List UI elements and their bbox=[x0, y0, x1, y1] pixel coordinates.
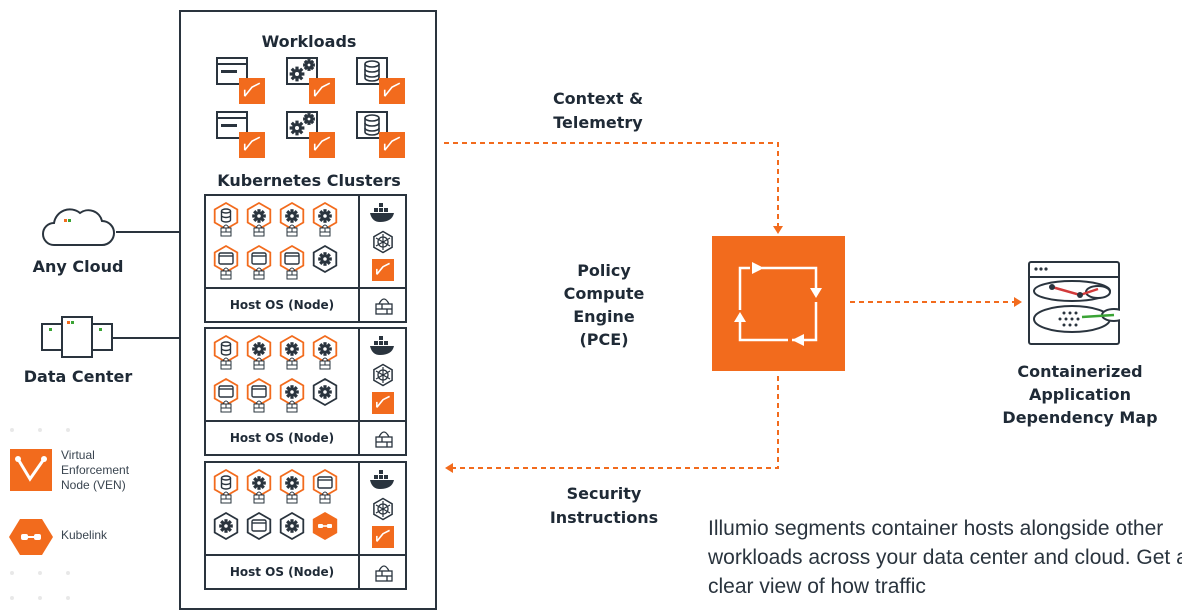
database-workload-icon bbox=[356, 57, 405, 104]
ven-legend-label: Virtual Enforcement Node (VEN) bbox=[61, 448, 130, 492]
app-window-workload-icon bbox=[216, 111, 265, 158]
description-text: Illumio segments container hosts alongsi… bbox=[708, 517, 1182, 598]
gear-pod-icon bbox=[246, 468, 272, 504]
host-os-label: Host OS (Node) bbox=[206, 422, 360, 454]
dependency-map-label: Containerized Application Dependency Map bbox=[1002, 362, 1158, 427]
ven-icon bbox=[372, 259, 394, 281]
kubernetes-icon bbox=[373, 230, 393, 254]
kubernetes-cluster-2: Host OS (Node) bbox=[204, 327, 407, 456]
host-os-label: Host OS (Node) bbox=[206, 556, 360, 588]
pod-area bbox=[206, 463, 360, 556]
docker-icon bbox=[370, 336, 394, 355]
security-flow-arrowhead bbox=[445, 463, 453, 473]
firewall-icon bbox=[375, 565, 393, 582]
ven-icon bbox=[372, 392, 394, 414]
app-window-workload-icon bbox=[216, 57, 265, 104]
gear-pod-icon bbox=[279, 377, 305, 413]
firewall-icon bbox=[375, 298, 393, 315]
gear-pod-icon bbox=[312, 334, 338, 370]
database-pod-icon bbox=[213, 468, 239, 504]
gear-pod-icon bbox=[279, 334, 305, 370]
context-flow-line bbox=[444, 142, 779, 228]
pce-label: Policy Compute Engine (PCE) bbox=[563, 261, 645, 349]
window-pod-icon bbox=[246, 511, 272, 541]
firewall-icon bbox=[375, 431, 393, 448]
pod-area bbox=[206, 196, 360, 289]
gear-pod-icon bbox=[279, 511, 305, 541]
kubelink-legend-label: Kubelink bbox=[61, 528, 108, 542]
ven-legend-icon bbox=[10, 449, 52, 491]
window-pod-icon bbox=[213, 244, 239, 280]
gears-workload-icon bbox=[286, 111, 335, 158]
window-pod-icon bbox=[312, 468, 338, 504]
kubernetes-cluster-3: Host OS (Node) bbox=[204, 461, 407, 590]
docker-icon bbox=[370, 203, 394, 222]
kubelink-legend-icon bbox=[9, 519, 53, 555]
pce-cycle-icon bbox=[712, 236, 845, 371]
kubernetes-icon bbox=[373, 497, 393, 521]
gear-pod-icon bbox=[312, 377, 338, 407]
cluster-side-icons bbox=[360, 196, 405, 289]
security-instructions-label: Security Instructions bbox=[549, 484, 659, 527]
gear-pod-icon bbox=[279, 201, 305, 237]
host-firewall-icon bbox=[360, 422, 405, 454]
window-pod-icon bbox=[213, 377, 239, 413]
context-telemetry-label: Context & Telemetry bbox=[552, 89, 644, 132]
database-pod-icon bbox=[213, 201, 239, 237]
gear-pod-icon bbox=[312, 201, 338, 237]
kubelink-pod-icon bbox=[312, 511, 338, 541]
security-flow-line bbox=[452, 376, 779, 469]
cloud-label: Any Cloud bbox=[32, 257, 124, 276]
gear-pod-icon bbox=[213, 511, 239, 541]
database-pod-icon bbox=[213, 334, 239, 370]
decorative-dots bbox=[10, 428, 70, 600]
dependency-map-icon bbox=[1028, 261, 1120, 345]
docker-icon bbox=[370, 470, 394, 489]
cluster-side-icons bbox=[360, 329, 405, 422]
workloads-title: Workloads bbox=[261, 32, 357, 51]
gear-pod-icon bbox=[312, 244, 338, 274]
cluster-side-icons bbox=[360, 463, 405, 556]
gear-pod-icon bbox=[246, 201, 272, 237]
cloud-icon bbox=[42, 208, 115, 246]
ven-icon bbox=[372, 526, 394, 548]
gear-pod-icon bbox=[279, 468, 305, 504]
host-firewall-icon bbox=[360, 556, 405, 588]
context-flow-arrowhead bbox=[773, 226, 783, 234]
kubernetes-icon bbox=[373, 363, 393, 387]
map-flow-arrowhead bbox=[1014, 297, 1022, 307]
window-pod-icon bbox=[246, 377, 272, 413]
gear-pod-icon bbox=[246, 334, 272, 370]
pod-area bbox=[206, 329, 360, 422]
host-os-label: Host OS (Node) bbox=[206, 289, 360, 321]
window-pod-icon bbox=[246, 244, 272, 280]
gears-workload-icon bbox=[286, 57, 335, 104]
kubernetes-cluster-1: Host OS (Node) bbox=[204, 194, 407, 323]
window-pod-icon bbox=[279, 244, 305, 280]
clusters-title: Kubernetes Clusters bbox=[217, 171, 401, 190]
datacenter-label: Data Center bbox=[23, 367, 133, 386]
host-firewall-icon bbox=[360, 289, 405, 321]
datacenter-icon bbox=[41, 316, 113, 358]
database-workload-icon bbox=[356, 111, 405, 158]
